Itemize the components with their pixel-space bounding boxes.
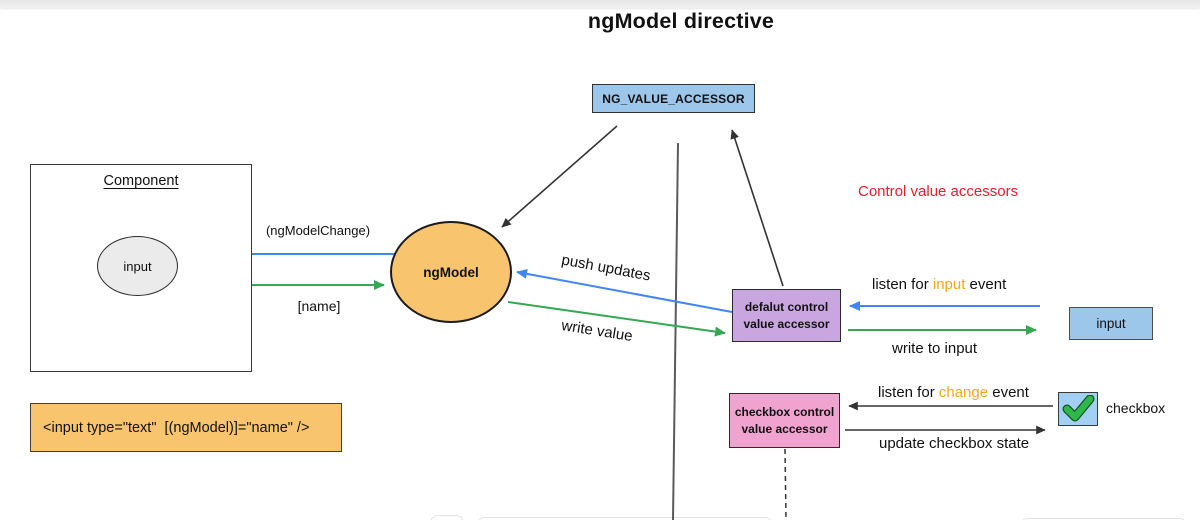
listen-for-input-event-label: listen for input event	[872, 276, 1006, 293]
top-edge-bar	[0, 0, 1200, 8]
component-input-label: input	[123, 258, 152, 274]
checkbox-element	[1058, 392, 1098, 426]
listen-for-change-event-label: listen for change event	[878, 384, 1029, 401]
default-control-value-accessor-box: defalut control value accessor	[732, 289, 841, 342]
checkbox-control-value-accessor-box: checkbox control value accessor	[729, 393, 840, 448]
checkbox-cva-label-line1: checkbox control	[734, 405, 835, 420]
default-cva-label-line1: defalut control	[744, 300, 829, 315]
listen-change-pre: listen for	[878, 384, 939, 401]
control-value-accessors-heading: Control value accessors	[858, 183, 1019, 200]
listen-change-post: event	[988, 384, 1029, 401]
separator-vertical-line	[672, 142, 679, 520]
code-snippet-text: <input type="text" [(ngModel)]="name" />	[43, 419, 310, 436]
component-input-ellipse: input	[97, 236, 178, 296]
ng-value-accessor-label: NG_VALUE_ACCESSOR	[602, 91, 745, 106]
checkbox-cva-label-line2: value accessor	[741, 421, 828, 436]
input-element-box: input	[1069, 307, 1153, 340]
write-to-input-label: write to input	[892, 340, 978, 357]
default-cva-label-line2: value accessor	[743, 316, 830, 331]
listen-change-keyword: change	[938, 384, 989, 401]
arrow-cva-to-ngva	[730, 129, 784, 287]
page-title: ngModel directive	[587, 9, 775, 33]
component-title: Component	[103, 173, 179, 189]
listen-input-pre: listen for	[872, 276, 933, 293]
dashed-continuation-line	[784, 448, 787, 520]
listen-input-keyword: input	[932, 276, 966, 293]
update-checkbox-state-label: update checkbox state	[879, 435, 1030, 452]
code-snippet-box: <input type="text" [(ngModel)]="name" />	[30, 403, 342, 452]
push-updates-label: push updates	[560, 251, 652, 285]
ng-value-accessor-box: NG_VALUE_ACCESSOR	[592, 84, 755, 113]
ngmodelchange-label: (ngModelChange)	[265, 223, 371, 238]
checkmark-icon	[1062, 395, 1095, 422]
cropped-card-edge	[430, 515, 464, 520]
name-binding-label: [name]	[297, 298, 341, 314]
ngmodel-circle: ngModel	[390, 221, 512, 323]
checkbox-label: checkbox	[1106, 400, 1166, 416]
input-element-label: input	[1096, 316, 1126, 331]
ngmodel-label: ngModel	[423, 264, 479, 280]
listen-input-post: event	[965, 276, 1007, 293]
arrow-ngva-to-ngmodel	[501, 125, 618, 228]
write-value-label: write value	[560, 316, 634, 346]
